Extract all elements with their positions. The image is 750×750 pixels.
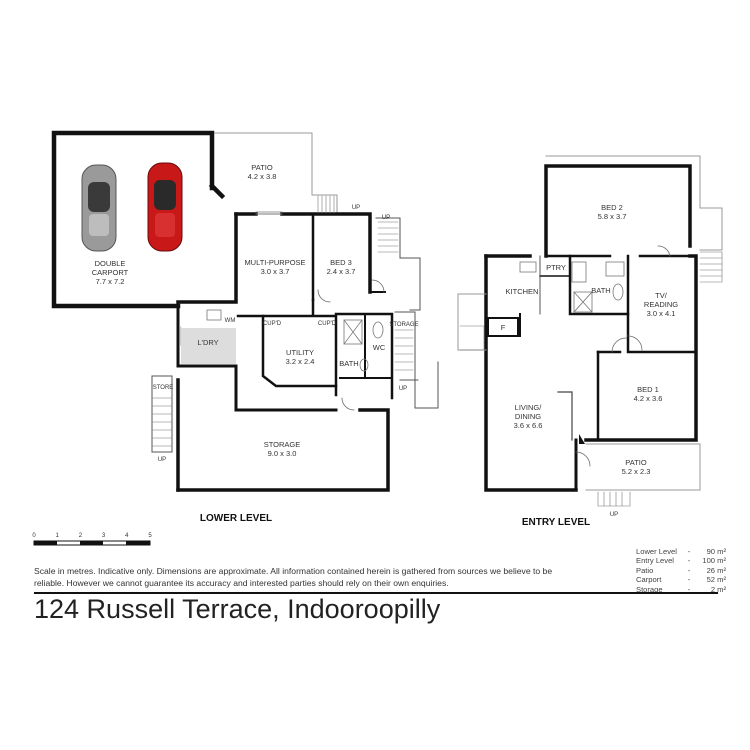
fixtures-lower xyxy=(180,309,384,372)
room-dims-patio2: 5.2 x 2.3 xyxy=(622,467,651,476)
room-name-living: LIVING/ xyxy=(515,403,543,412)
label-up: UP xyxy=(610,512,618,518)
area-name: Storage xyxy=(636,584,663,594)
room-name-patio2: PATIO xyxy=(625,458,647,467)
label-up: UP xyxy=(352,205,360,211)
room-name-bed3: BED 3 xyxy=(330,258,352,267)
area-dash: - xyxy=(687,547,691,556)
scale-tick-label: 2 xyxy=(79,533,83,539)
room-dims-utility: 3.2 x 2.4 xyxy=(286,357,315,366)
area-value: 100 m² xyxy=(702,556,726,566)
room-dims-patio: 4.2 x 3.8 xyxy=(248,172,277,181)
room-name-bed2: BED 2 xyxy=(601,203,623,212)
room-name-patio: PATIO xyxy=(251,163,273,172)
scale-bar: 0 1 2 3 4 5 xyxy=(32,533,152,546)
label-fireplace: F xyxy=(501,323,506,332)
area-value: 2 m² xyxy=(710,584,726,594)
label-bath: BATH xyxy=(591,286,610,295)
area-name: Carport xyxy=(636,575,662,585)
room-dims-tv: 3.0 x 4.1 xyxy=(647,309,676,318)
label-cupd: CUP'D xyxy=(318,321,337,327)
label-up: UP xyxy=(399,386,407,392)
area-value: 26 m² xyxy=(706,565,726,575)
area-row: Entry Level - 100 m² xyxy=(636,556,726,565)
stair-treads-entry xyxy=(459,251,723,507)
room-dims-bed2: 5.8 x 3.7 xyxy=(598,212,627,221)
room-dims-bed1: 4.2 x 3.6 xyxy=(634,394,663,403)
room-name-living: DINING xyxy=(515,412,541,421)
area-row: Carport - 52 m² xyxy=(636,575,726,584)
car-red-icon xyxy=(147,162,183,252)
label-cupd: CUP'D xyxy=(263,321,282,327)
scale-tick-label: 3 xyxy=(102,533,106,539)
room-dims-storage: 9.0 x 3.0 xyxy=(268,449,297,458)
scale-tick-label: 5 xyxy=(148,533,152,539)
label-wm: WM xyxy=(225,318,236,324)
room-name-tv: READING xyxy=(644,300,678,309)
label-store: STORE xyxy=(153,385,174,391)
entry-arrow-icon xyxy=(579,434,585,444)
room-name-carport: CARPORT xyxy=(92,268,129,277)
stair-treads-lower xyxy=(151,195,414,447)
label-wc: WC xyxy=(373,343,386,352)
room-name-bed1: BED 1 xyxy=(637,385,659,394)
label-bath: BATH xyxy=(339,359,358,368)
room-name-utility: UTILITY xyxy=(286,348,314,357)
room-dims-living: 3.6 x 6.6 xyxy=(514,421,543,430)
disclaimer-text: Scale in metres. Indicative only. Dimens… xyxy=(34,566,553,588)
area-value: 90 m² xyxy=(706,547,726,556)
room-dims-bed3: 2.4 x 3.7 xyxy=(327,267,356,276)
level-title-entry: ENTRY LEVEL xyxy=(522,517,590,528)
level-title-lower: LOWER LEVEL xyxy=(200,513,272,524)
scale-tick-label: 0 xyxy=(32,533,36,539)
label-pantry: PTRY xyxy=(546,263,566,272)
area-row: Patio - 26 m² xyxy=(636,566,726,575)
area-dash: - xyxy=(687,584,691,594)
entry-level-plan xyxy=(457,155,723,492)
scale-tick-label: 4 xyxy=(125,533,129,539)
fixtures-entry xyxy=(487,261,625,337)
label-kitchen: KITCHEN xyxy=(506,287,539,296)
area-dash: - xyxy=(687,565,691,575)
label-laundry: L'DRY xyxy=(197,338,218,347)
label-up: UP xyxy=(382,215,390,221)
label-up: UP xyxy=(158,457,166,463)
room-name-multi: MULTI-PURPOSE xyxy=(244,258,305,267)
area-name: Entry Level xyxy=(636,556,674,566)
room-dims-multi: 3.0 x 3.7 xyxy=(261,267,290,276)
room-name-carport: DOUBLE xyxy=(95,259,126,268)
area-name: Lower Level xyxy=(636,547,677,556)
label-storage-small: STORAGE xyxy=(389,322,418,328)
area-dash: - xyxy=(687,556,691,566)
divider xyxy=(34,592,718,594)
room-name-storage: STORAGE xyxy=(264,440,301,449)
area-row: Lower Level - 90 m² xyxy=(636,547,726,556)
area-row: Storage - 2 m² xyxy=(636,585,726,594)
room-name-tv: TV/ xyxy=(655,291,668,300)
property-address: 124 Russell Terrace, Indooroopilly xyxy=(34,594,441,624)
room-dims-carport: 7.7 x 7.2 xyxy=(96,277,125,286)
car-grey-icon xyxy=(81,164,117,252)
scale-tick-label: 1 xyxy=(56,533,60,539)
lower-level-plan xyxy=(51,130,439,492)
area-name: Patio xyxy=(636,565,654,575)
area-dash: - xyxy=(687,575,691,585)
area-value: 52 m² xyxy=(706,575,726,585)
